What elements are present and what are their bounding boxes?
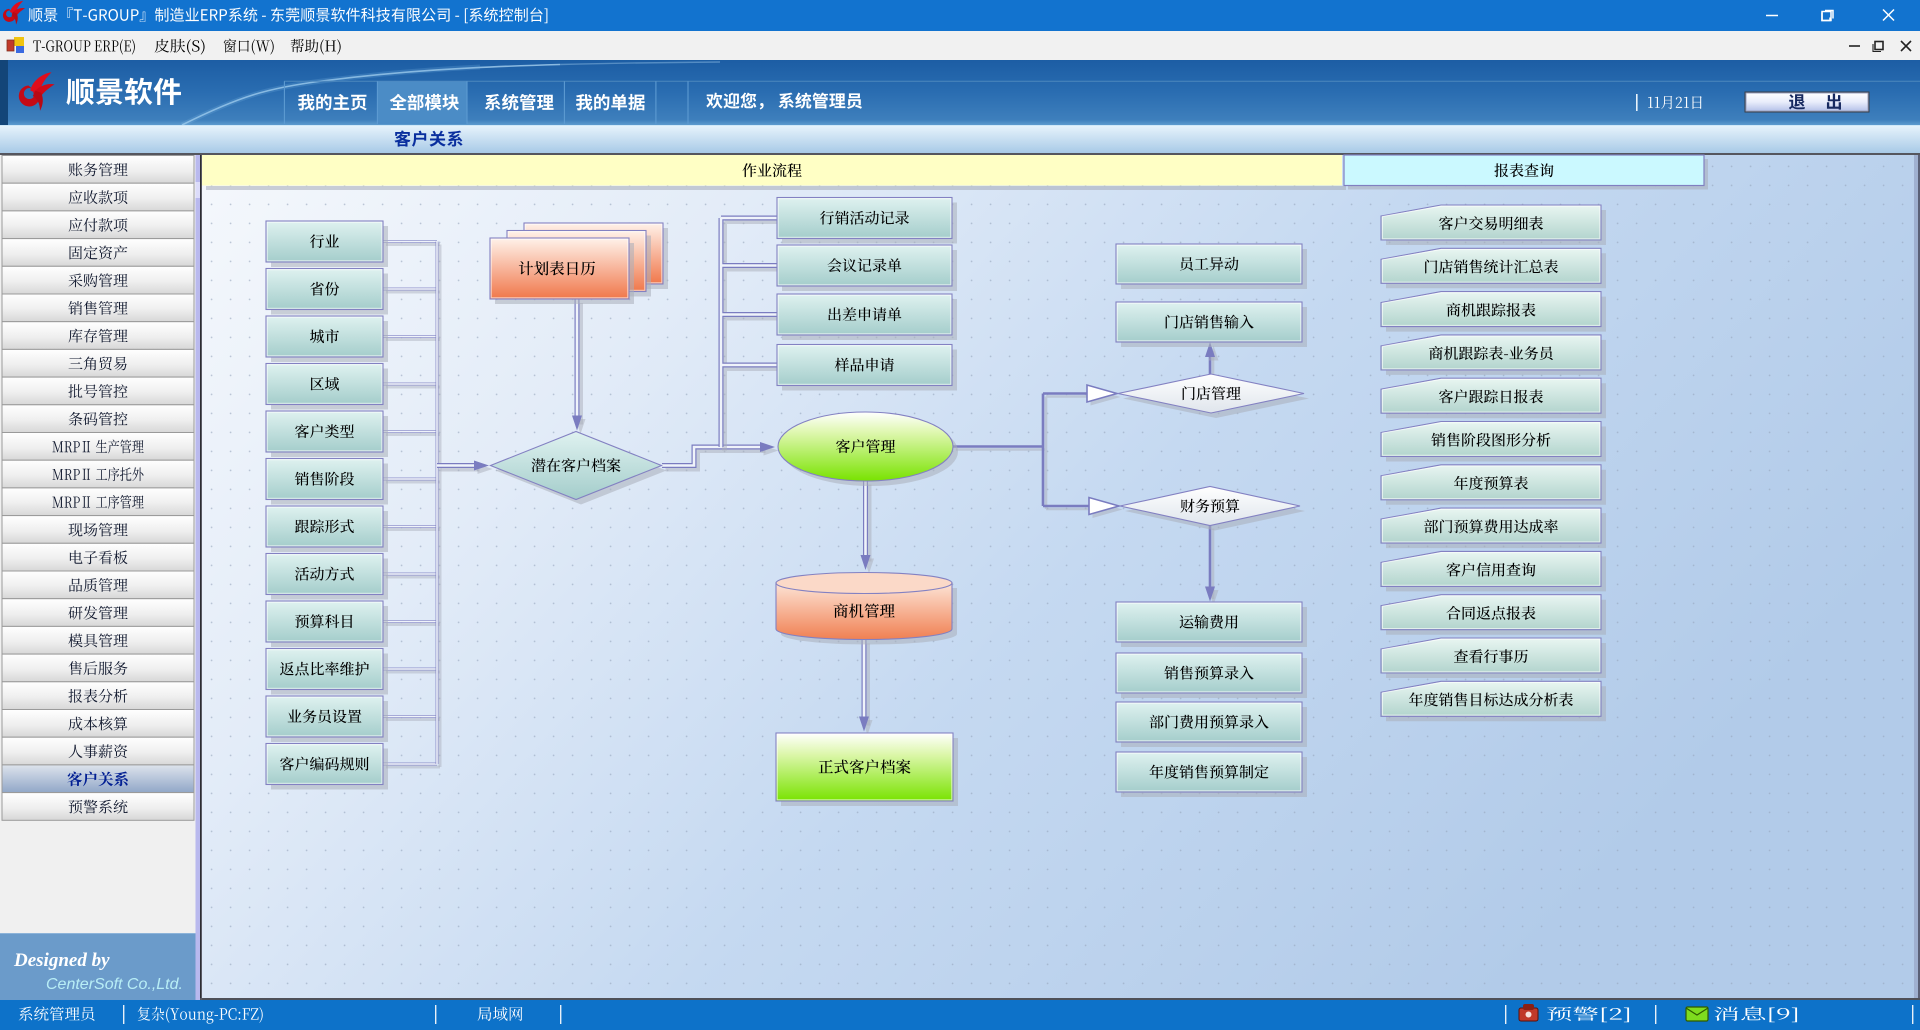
svg-text:Designed by: Designed by xyxy=(13,950,110,971)
svg-text:CenterSoft Co.,Ltd.: CenterSoft Co.,Ltd. xyxy=(46,976,183,993)
